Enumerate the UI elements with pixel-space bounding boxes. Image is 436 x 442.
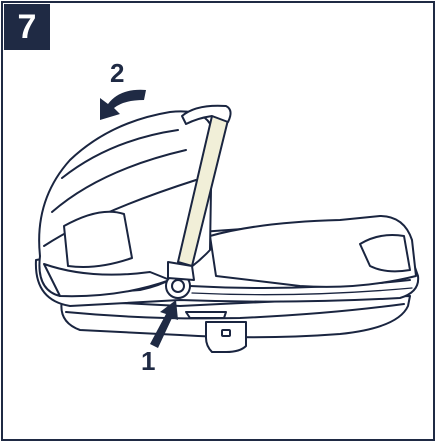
hub-bracket: [167, 261, 195, 281]
callout-label-1: 1: [141, 346, 156, 376]
apron-fold: [359, 234, 411, 273]
handle-hub-inner: [171, 279, 185, 293]
hood-rib-2: [51, 149, 187, 213]
callout-label-2: 2: [110, 58, 125, 88]
base-slot: [185, 311, 227, 319]
curved-arrow-icon: [150, 300, 178, 348]
base-latch-button: [221, 329, 231, 337]
carry-handle-top: [181, 104, 232, 125]
carrycot-apron: [209, 215, 417, 288]
hood-rib-1: [61, 129, 179, 179]
carrycot-base-rim: [65, 303, 405, 320]
step-number-badge: 7: [4, 4, 50, 50]
hood-window: [63, 210, 133, 268]
curved-arrow-icon-2: [100, 89, 146, 120]
carrycot-body-seam-2: [191, 287, 413, 296]
